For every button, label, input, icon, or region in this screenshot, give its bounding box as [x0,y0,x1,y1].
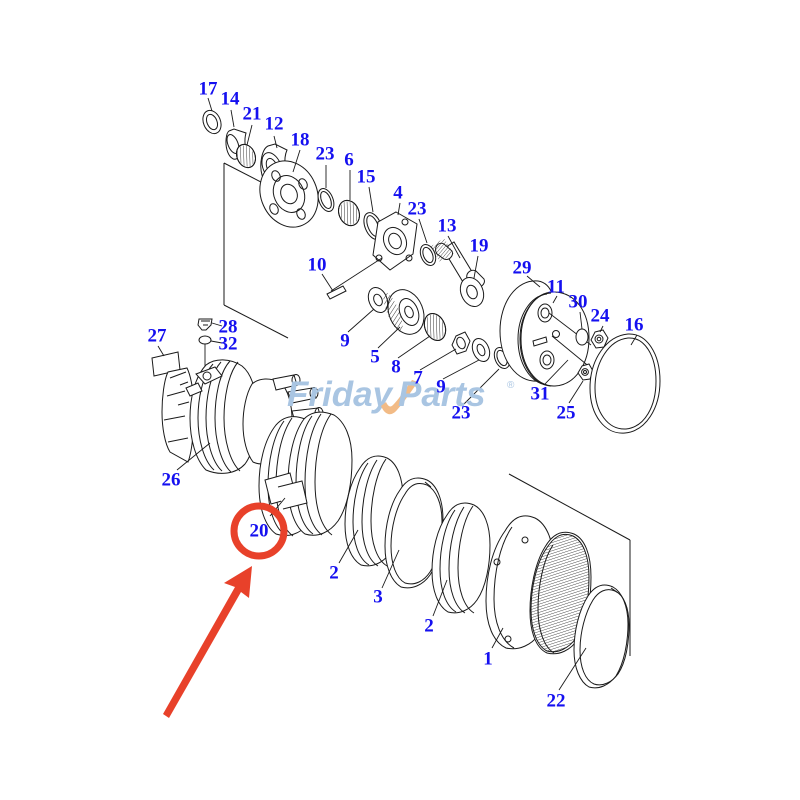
callout-number-25: 25 [556,402,576,424]
callout-number-11: 11 [547,276,565,298]
part-23a-snapring [317,165,335,212]
callout-number-8: 8 [391,356,401,378]
watermark-swoosh [381,380,418,415]
callout-number-18: 18 [290,129,310,151]
callout-number-9: 9 [340,330,350,352]
callout-number-2: 2 [424,615,434,637]
callout-number-5: 5 [370,346,380,368]
watermark-text-primary: Friday [287,375,394,414]
callout-number-12: 12 [264,113,284,135]
part-11-housing-cap [517,291,598,387]
callout-number-16: 16 [624,314,644,336]
callout-number-4: 4 [393,182,403,204]
callout-number-23: 23 [315,143,335,165]
part-3-snap-ring [381,477,444,589]
callout-number-23: 23 [451,402,471,424]
callout-number-29: 29 [512,257,532,279]
callout-number-28: 28 [218,316,238,338]
part-22-snap-ring [558,584,630,691]
part-16-o-ring [589,333,661,434]
callout-number-19: 19 [469,235,489,257]
callout-number-32: 32 [218,333,238,355]
callout-number-17: 17 [198,78,218,100]
callout-number-6: 6 [344,149,354,171]
callout-number-20: 20 [249,520,269,542]
part-4-triangular-cover [372,202,418,271]
part-21-needle-bearing [236,124,256,169]
part-20-housing-rings [258,411,353,537]
part-10-pin [321,257,383,300]
part-9b-washer [442,337,491,380]
watermark-text-secondary: Parts [398,375,486,414]
part-5-gear [377,289,425,349]
watermark-fridayparts: Friday Parts ® [287,375,515,415]
part-8-knurled-spacer [397,312,447,359]
callout-number-21: 21 [242,103,262,125]
part-25-bolt [568,363,594,404]
callout-number-3: 3 [373,586,383,608]
callout-number-9: 9 [436,376,446,398]
callout-number-27: 27 [147,325,167,347]
callout-number-22: 22 [546,690,566,712]
watermark-registered-mark: ® [507,380,515,391]
part-2b-floating-seal [431,502,491,617]
part-23b-snapring [418,218,437,267]
callout-number-7: 7 [413,367,423,389]
highlight-ring [230,502,288,560]
callout-number-24: 24 [590,305,610,327]
callout-number-13: 13 [437,215,457,237]
callout-number-26: 26 [161,469,181,491]
part-19-washer [459,255,485,308]
callout-number-14: 14 [220,88,240,110]
part-7-nut [419,331,471,371]
part-13-splined-shaft [430,235,485,288]
callout-number-23: 23 [407,198,427,220]
part-6-needle-bearing [338,170,360,227]
callout-number-10: 10 [307,254,327,276]
part-32-o-ring [198,335,223,378]
callout-number-2: 2 [329,562,339,584]
callout-number-15: 15 [356,166,376,188]
part-18-flange [259,149,319,228]
part-9a-washer [347,286,389,333]
attention-arrow [163,566,252,718]
callout-number-1: 1 [483,648,493,670]
part-28-plug [197,318,223,331]
callout-number-30: 30 [568,291,588,313]
callout-number-31: 31 [530,383,550,405]
part-30-pin [575,311,589,346]
part-17-ring [202,97,222,135]
perspective-frame [223,162,631,656]
part-31-leader [544,359,569,385]
